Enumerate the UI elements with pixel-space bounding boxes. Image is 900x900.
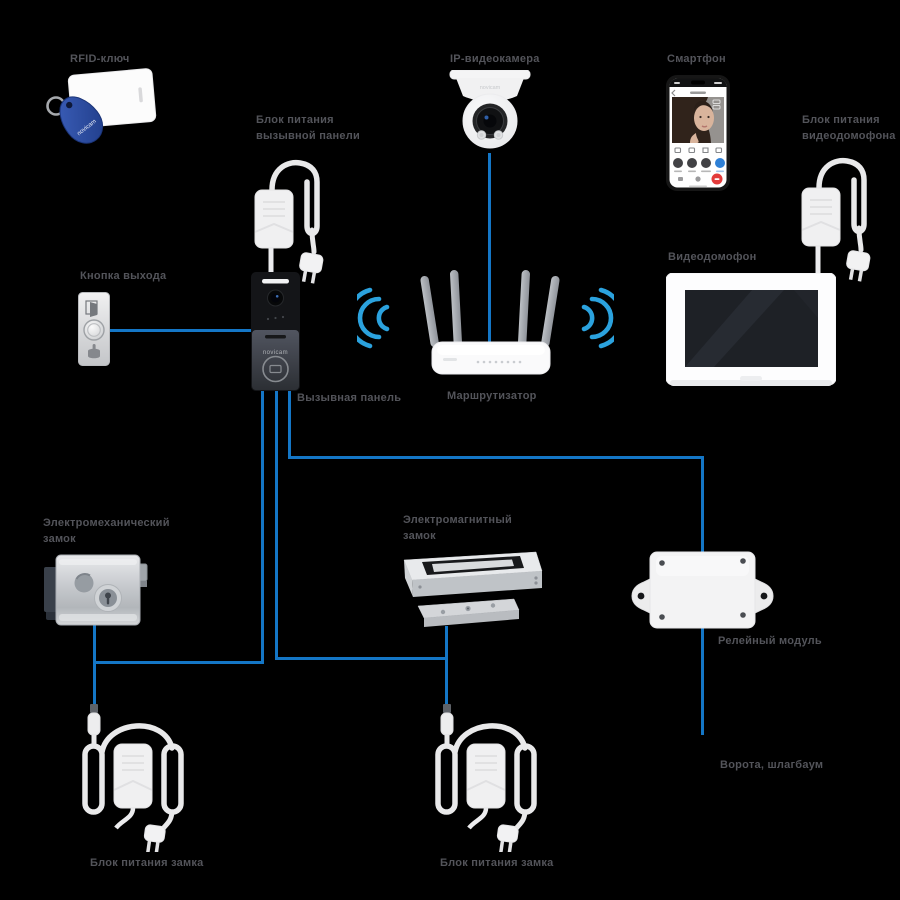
wifi-signal-left-icon: [357, 287, 397, 349]
door-icon: [85, 300, 98, 317]
wifi-signal-right-icon: [574, 287, 614, 349]
label-monitor: Видеодомофон: [668, 251, 757, 263]
label-psu-call-panel: Блок питания вызывной панели: [256, 114, 360, 142]
smartphone-device: [666, 75, 730, 191]
router-device: [410, 266, 570, 380]
maglock-armature-plate: [417, 598, 520, 627]
panel-call-ring: [262, 355, 289, 383]
exit-button-device: [78, 292, 110, 366]
label-smartphone: Смартфон: [667, 53, 726, 65]
power-plug-icon: [299, 252, 324, 284]
label-router: Маршрутизатор: [447, 390, 537, 402]
label-ip-camera: IP-видеокамера: [450, 53, 540, 65]
dc-connector-icon: [443, 704, 451, 713]
psu-call-panel-device: [250, 152, 350, 292]
exit-push-button: [83, 319, 105, 341]
panel-mic-holes: [266, 315, 285, 321]
dc-connector-icon: [90, 704, 98, 713]
psu-lock-left-device: [78, 700, 188, 852]
wire-lock-to-psu: [93, 624, 96, 704]
label-lock-electromagnetic: Электромагнитный замок: [403, 514, 512, 542]
camera-lens-glint: [484, 115, 489, 120]
ip-camera-device: novicam: [444, 70, 536, 154]
wire-c-horizontal: [288, 456, 704, 459]
router-antennas: [420, 269, 560, 348]
panel-brand-text: novicam: [263, 350, 288, 356]
wire-camera-to-router: [488, 153, 491, 346]
camera-brand-text: novicam: [480, 85, 501, 91]
electromechanical-lock-device: [44, 554, 149, 630]
wire-a-horizontal: [93, 661, 264, 664]
keyhole-icon: [105, 592, 111, 599]
label-gate: Ворота, шлагбаум: [720, 759, 824, 771]
wire-panel-c-vertical: [288, 390, 291, 459]
monitor-device: [666, 273, 836, 389]
panel-light-strip: [262, 279, 289, 284]
power-plug-icon: [846, 250, 871, 282]
wire-relay-to-gate: [701, 627, 704, 735]
electromagnetic-lock-device: [396, 550, 548, 634]
psu-monitor-device: [797, 150, 897, 290]
label-exit-button: Кнопка выхода: [80, 270, 167, 282]
label-psu-lock-left: Блок питания замка: [90, 857, 204, 869]
call-action-buttons: [673, 158, 725, 173]
rfid-key-group: novicam: [40, 62, 170, 157]
rfid-keyfob: novicam: [59, 96, 104, 144]
power-plug-icon: [496, 824, 519, 852]
caller-photo: [672, 97, 724, 143]
call-tool-icons: [674, 147, 723, 154]
wire-maglock-to-psu: [445, 626, 448, 704]
hand-icon: [88, 344, 100, 359]
relay-module-device: [630, 550, 775, 630]
wire-exit-button-to-panel: [108, 329, 253, 332]
psu-lock-mid-device: [431, 700, 541, 852]
power-plug-icon: [143, 824, 166, 852]
wire-panel-b-vertical: [275, 390, 278, 660]
label-psu-lock-mid: Блок питания замка: [440, 857, 554, 869]
maglock-magnet: [403, 551, 543, 597]
label-rfid: RFID-ключ: [70, 53, 130, 65]
label-lock-electromechanical: Электромеханический замок: [43, 517, 170, 545]
wire-b-horizontal: [275, 657, 448, 660]
wire-c-to-relay: [701, 457, 704, 553]
relay-screws: [659, 558, 746, 620]
label-relay-module: Релейный модуль: [718, 635, 822, 647]
back-arrow-icon: [671, 89, 676, 97]
call-panel-device: novicam: [251, 272, 300, 391]
router-led-row: [476, 360, 522, 364]
wire-panel-a-vertical: [261, 390, 264, 664]
card-icon: [269, 364, 282, 374]
call-bottom-bar: [678, 173, 723, 185]
label-call-panel: Вызывная панель: [297, 392, 402, 404]
label-psu-monitor: Блок питания видеодомофона: [802, 114, 896, 142]
